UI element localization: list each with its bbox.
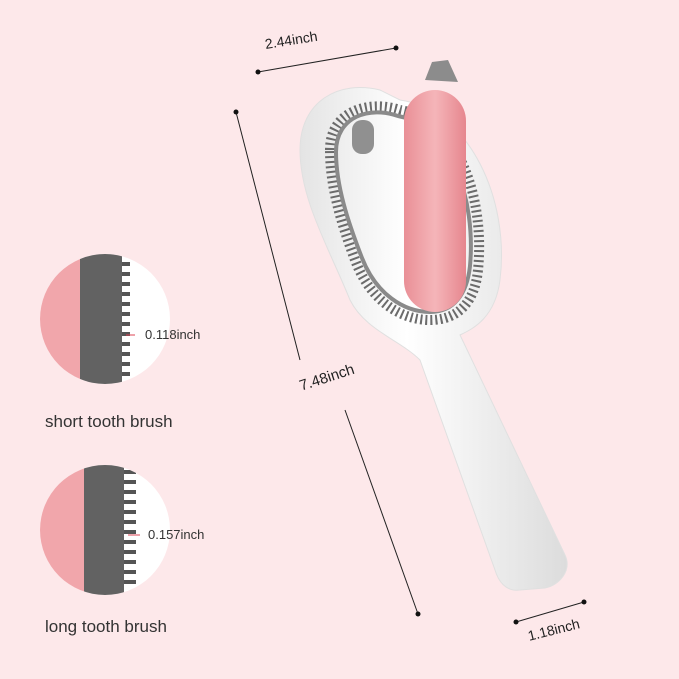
short-tooth-length: 0.118inch xyxy=(145,327,201,342)
brush-handle xyxy=(299,60,568,591)
short-tooth-detail xyxy=(40,254,170,384)
long-tooth-detail xyxy=(40,465,170,595)
long-tooth-length: 0.157inch xyxy=(148,527,205,542)
short-tooth-caption: short tooth brush xyxy=(45,412,173,431)
lint-roller xyxy=(404,90,466,312)
long-tooth-caption: long tooth brush xyxy=(45,617,167,636)
